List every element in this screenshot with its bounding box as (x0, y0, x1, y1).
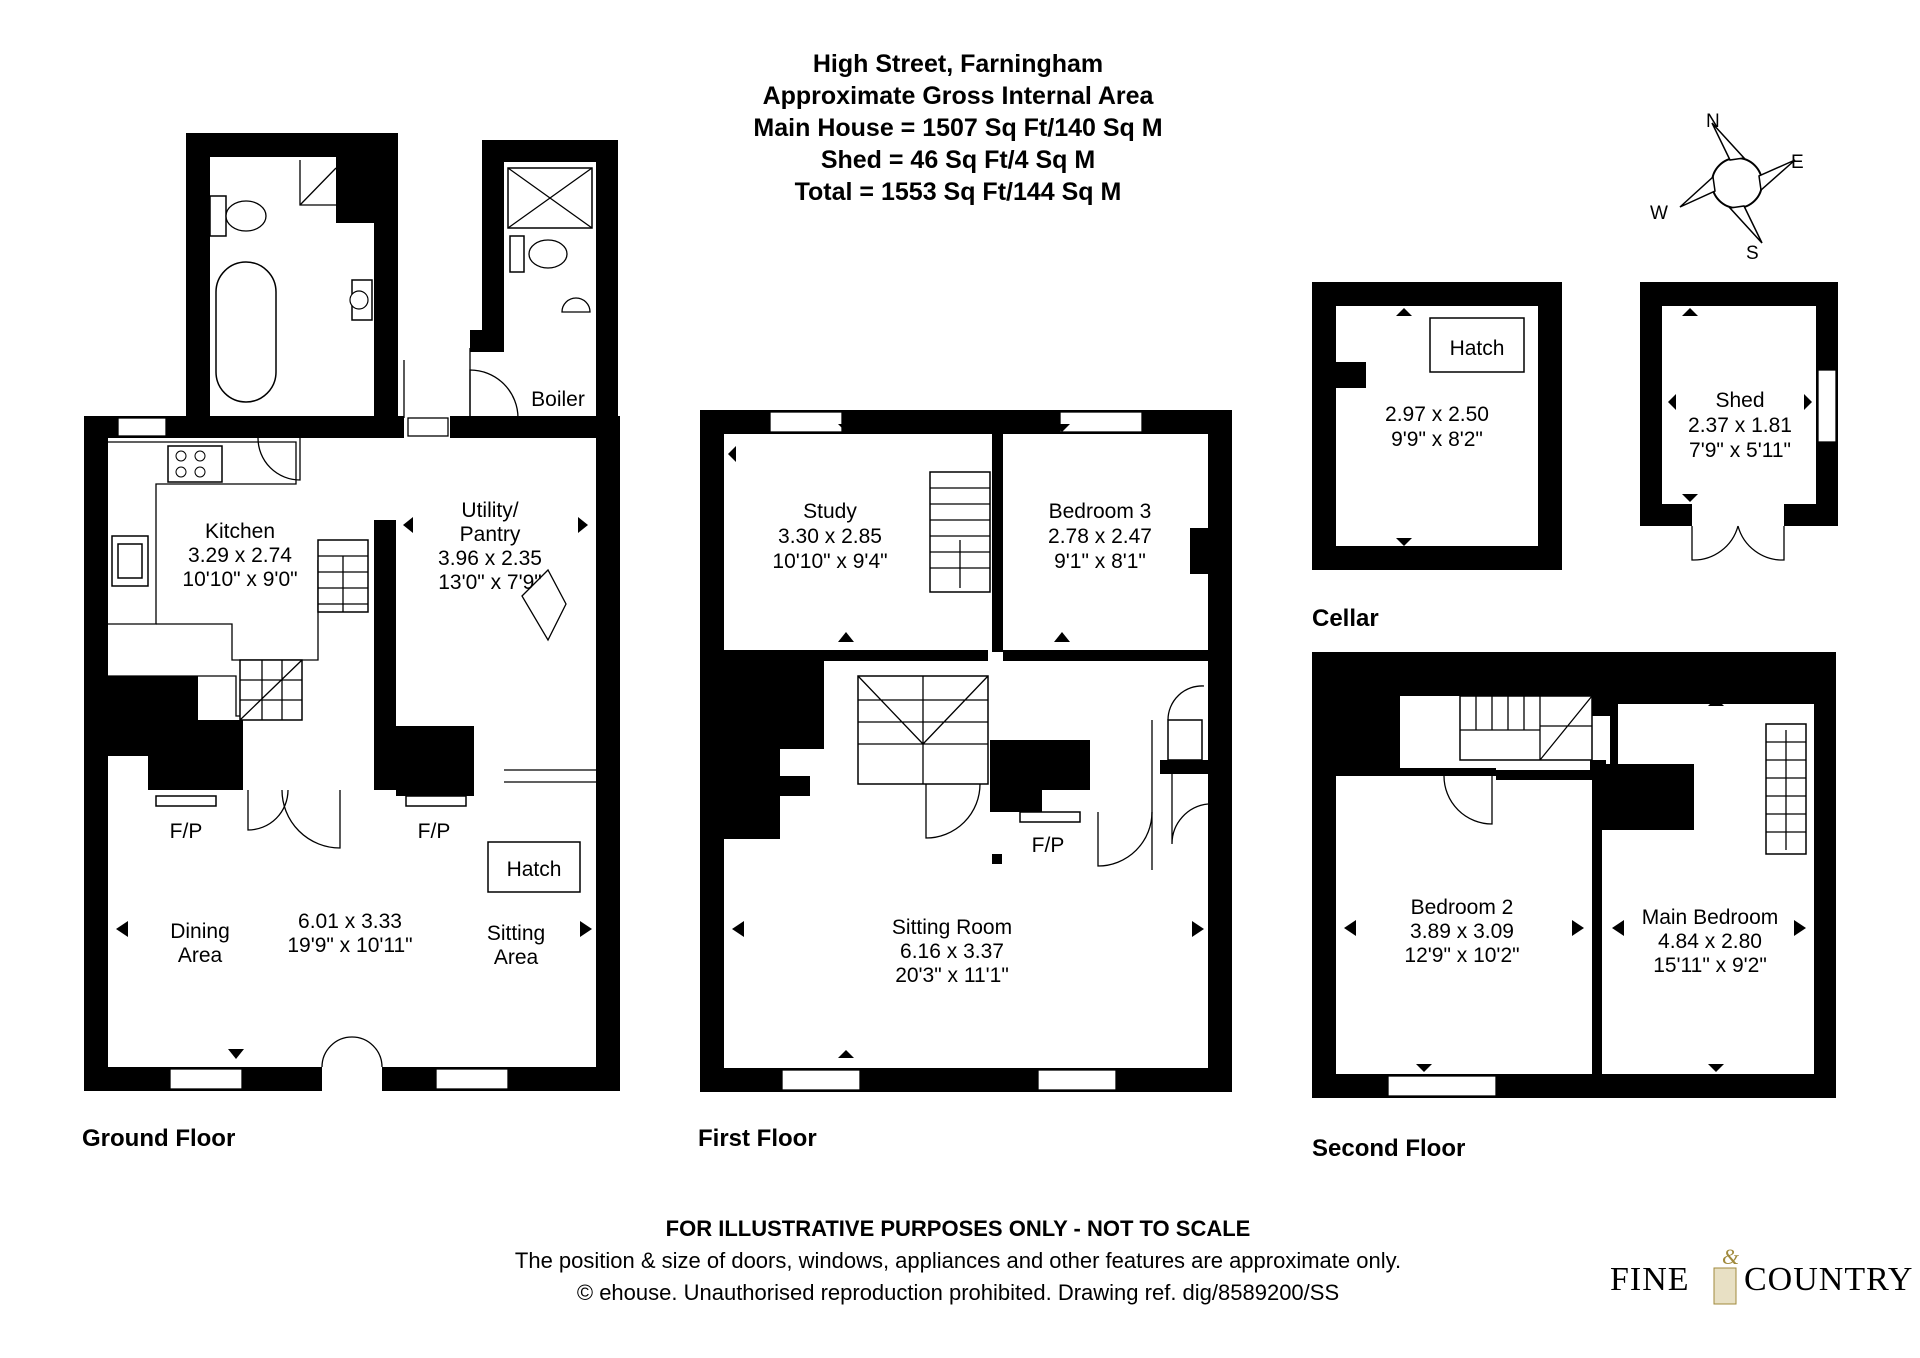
fine-country-logo: Fine & Country (1610, 1244, 1913, 1305)
main-bedroom-imperial: 15'11" x 9'2" (1653, 954, 1767, 977)
cellar-plan: Hatch 2.97 x 2.50 9'9" x 8'2" (1312, 282, 1562, 570)
main-bedroom-label: Main Bedroom (1642, 906, 1779, 929)
cellar-imperial: 9'9" x 8'2" (1391, 428, 1483, 451)
reception-metric: 6.01 x 3.33 (298, 910, 402, 933)
hatch-label: Hatch (507, 858, 562, 881)
reception-imperial: 19'9" x 10'11" (287, 934, 412, 957)
bedroom-3-metric: 2.78 x 2.47 (1048, 525, 1152, 548)
disclaimer: FOR ILLUSTRATIVE PURPOSES ONLY - NOT TO … (515, 1216, 1401, 1305)
ground-floor-label: Ground Floor (82, 1125, 235, 1152)
compass-icon: N E S W (1650, 111, 1804, 264)
bedroom-2-metric: 3.89 x 3.09 (1410, 920, 1514, 943)
kitchen-label: Kitchen (205, 520, 275, 543)
sitting-area-label-2: Area (494, 946, 539, 969)
study-metric: 3.30 x 2.85 (778, 525, 882, 548)
bedroom-2-label: Bedroom 2 (1411, 896, 1514, 919)
fireplace-label-right: F/P (418, 820, 451, 843)
first-floor-fireplace-label: F/P (1032, 834, 1065, 857)
brand-word-2: Country (1744, 1261, 1913, 1298)
copyright-notice: © ehouse. Unauthorised reproduction proh… (577, 1280, 1339, 1305)
disclaimer-body: The position & size of doors, windows, a… (515, 1248, 1401, 1273)
compass-east: E (1791, 152, 1804, 173)
shed-plan: Shed 2.37 x 1.81 7'9" x 5'11" (1640, 282, 1838, 561)
dining-area-label: Dining (170, 920, 230, 943)
utility-metric: 3.96 x 2.35 (438, 547, 542, 570)
kitchen-imperial: 10'10" x 9'0" (182, 568, 297, 591)
compass-south: S (1746, 243, 1759, 264)
disclaimer-heading: FOR ILLUSTRATIVE PURPOSES ONLY - NOT TO … (666, 1216, 1251, 1241)
total-area: Total = 1553 Sq Ft/144 Sq M (795, 178, 1122, 206)
bedroom-2-imperial: 12'9" x 10'2" (1404, 944, 1519, 967)
sitting-area-label: Sitting (487, 922, 545, 945)
second-floor-label: Second Floor (1312, 1135, 1465, 1162)
utility-imperial: 13'0" x 7'9" (438, 571, 542, 594)
study-label: Study (803, 500, 857, 523)
brand-ampersand: & (1722, 1244, 1740, 1269)
sitting-room-imperial: 20'3" x 11'1" (895, 964, 1009, 987)
shed-metric: 2.37 x 1.81 (1688, 414, 1792, 437)
shed-label: Shed (1715, 389, 1764, 412)
cellar-metric: 2.97 x 2.50 (1385, 403, 1489, 426)
brand-word-1: Fine (1610, 1261, 1690, 1298)
dining-area-label-2: Area (178, 944, 223, 967)
fireplace-label-left: F/P (170, 820, 203, 843)
property-address: High Street, Farningham (813, 50, 1103, 78)
study-imperial: 10'10" x 9'4" (772, 550, 887, 573)
compass-west: W (1650, 203, 1668, 224)
cellar-hatch-label: Hatch (1450, 337, 1505, 360)
shed-area: Shed = 46 Sq Ft/4 Sq M (821, 146, 1095, 174)
ground-floor-plan: Kitchen 3.29 x 2.74 10'10" x 9'0" Utilit… (84, 133, 620, 1092)
cellar-label: Cellar (1312, 605, 1379, 632)
utility-label: Utility/ (461, 499, 518, 522)
utility-label-2: Pantry (460, 523, 521, 546)
bedroom-3-label: Bedroom 3 (1049, 500, 1152, 523)
kitchen-metric: 3.29 x 2.74 (188, 544, 292, 567)
second-floor-plan: Bedroom 2 3.89 x 3.09 12'9" x 10'2" Main… (1312, 652, 1836, 1098)
first-floor-plan: Study 3.30 x 2.85 10'10" x 9'4" Bedroom … (700, 410, 1232, 1092)
sitting-room-label: Sitting Room (892, 916, 1012, 939)
compass-north: N (1706, 111, 1720, 132)
boiler-label: Boiler (531, 388, 585, 411)
area-summary: High Street, Farningham Approximate Gros… (753, 50, 1162, 206)
bedroom-3-imperial: 9'1" x 8'1" (1054, 550, 1146, 573)
first-floor-label: First Floor (698, 1125, 817, 1152)
area-subtitle: Approximate Gross Internal Area (763, 82, 1155, 110)
main-house-area: Main House = 1507 Sq Ft/140 Sq M (753, 114, 1162, 142)
sitting-room-metric: 6.16 x 3.37 (900, 940, 1004, 963)
shed-imperial: 7'9" x 5'11" (1689, 439, 1791, 462)
main-bedroom-metric: 4.84 x 2.80 (1658, 930, 1762, 953)
